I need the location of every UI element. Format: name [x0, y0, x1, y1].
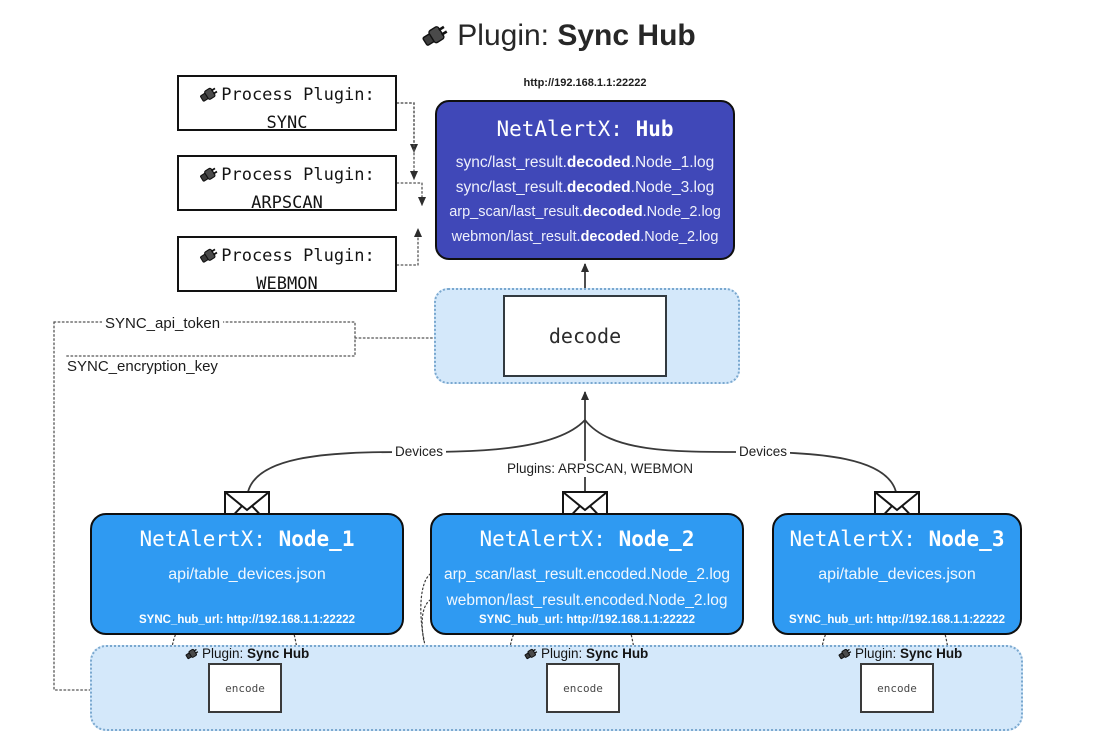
decode-label: decode	[548, 324, 622, 348]
node-title-prefix: NetAlertX:	[789, 527, 916, 551]
strip-plugin-prefix: Plugin:	[855, 646, 897, 661]
strip-plugin-name: Sync Hub	[900, 646, 963, 661]
encode-label: encode	[225, 681, 265, 695]
edge-label-devices-left: Devices	[392, 444, 447, 460]
node-1[interactable]: NetAlertX: Node_1 api/table_devices.json…	[90, 513, 404, 635]
node-hub-url: SYNC_hub_url: http://192.168.1.1:22222	[478, 614, 696, 626]
process-plugin-header: Process Plugin:	[221, 246, 375, 266]
node-title-prefix: NetAlertX:	[479, 527, 606, 551]
plug-icon	[421, 17, 451, 61]
hub-file-list: sync/last_result.decoded.Node_1.log sync…	[437, 150, 733, 250]
sync-encryption-key-label: SYNC_encryption_key	[64, 358, 221, 376]
hub-file-item: sync/last_result.decoded.Node_1.log	[455, 154, 715, 171]
node-hub-url: SYNC_hub_url: http://192.168.1.1:22222	[788, 614, 1006, 626]
node-2[interactable]: NetAlertX: Node_2 arp_scan/last_result.e…	[430, 513, 744, 635]
node-title: NetAlertX: Node_3	[774, 526, 1020, 553]
plug-icon	[524, 647, 539, 664]
process-plugin-header: Process Plugin:	[221, 85, 375, 105]
encode-label: encode	[877, 681, 917, 695]
process-plugin-name: SYNC	[266, 113, 308, 133]
node-title-name: Node_2	[618, 527, 695, 551]
process-plugin-name: ARPSCAN	[251, 193, 323, 213]
page-title: Plugin: Sync Hub	[0, 14, 1117, 61]
plug-icon	[199, 246, 220, 272]
hub-file-item: webmon/last_result.decoded.Node_2.log	[451, 229, 719, 245]
hub-node[interactable]: NetAlertX: Hub sync/last_result.decoded.…	[435, 100, 735, 260]
node-title-name: Node_3	[928, 527, 1005, 551]
encode-label: encode	[563, 681, 603, 695]
strip-plugin-name: Sync Hub	[586, 646, 649, 661]
node-file-item: webmon/last_result.encoded.Node_2.log	[446, 592, 728, 609]
process-plugin-header: Process Plugin:	[221, 165, 375, 185]
node-title: NetAlertX: Node_2	[432, 526, 742, 553]
encode-box-2[interactable]: encode	[546, 663, 620, 713]
decode-box[interactable]: decode	[503, 295, 667, 377]
hub-title: NetAlertX: Hub	[437, 116, 733, 142]
page-title-prefix: Plugin:	[457, 19, 550, 52]
node-hub-url: SYNC_hub_url: http://192.168.1.1:22222	[138, 614, 356, 626]
strip-plugin-prefix: Plugin:	[541, 646, 583, 661]
node-file-item: api/table_devices.json	[168, 566, 326, 583]
page-title-name: Sync Hub	[557, 19, 696, 52]
node-file-item: api/table_devices.json	[818, 566, 976, 583]
hub-title-prefix: NetAlertX:	[496, 117, 623, 141]
plug-icon	[185, 647, 200, 664]
node-title: NetAlertX: Node_1	[92, 526, 402, 553]
strip-plugin-prefix: Plugin:	[202, 646, 244, 661]
node-file-list: api/table_devices.json	[92, 562, 402, 588]
plug-icon	[199, 85, 220, 111]
node-title-name: Node_1	[278, 527, 355, 551]
node-file-list: arp_scan/last_result.encoded.Node_2.log …	[432, 562, 742, 614]
hub-title-name: Hub	[635, 117, 674, 141]
hub-url-label: http://192.168.1.1:22222	[523, 77, 647, 89]
node-file-item: arp_scan/last_result.encoded.Node_2.log	[443, 566, 731, 583]
process-plugin-arpscan[interactable]: Process Plugin: ARPSCAN	[177, 155, 397, 213]
encode-box-1[interactable]: encode	[208, 663, 282, 713]
edge-label-plugins-center: Plugins: ARPSCAN, WEBMON	[504, 461, 697, 477]
node-3[interactable]: NetAlertX: Node_3 api/table_devices.json…	[772, 513, 1022, 635]
plug-icon	[838, 647, 853, 664]
plug-icon	[199, 165, 220, 191]
strip-plugin-name: Sync Hub	[247, 646, 310, 661]
node-title-prefix: NetAlertX:	[139, 527, 266, 551]
strip-plugin-label-1: Plugin: Sync Hub	[185, 646, 309, 664]
process-plugin-sync[interactable]: Process Plugin: SYNC	[177, 75, 397, 133]
strip-plugin-label-3: Plugin: Sync Hub	[838, 646, 962, 664]
encode-box-3[interactable]: encode	[860, 663, 934, 713]
hub-file-item: sync/last_result.decoded.Node_3.log	[455, 179, 715, 196]
edge-label-devices-right: Devices	[736, 444, 791, 460]
hub-file-item: arp_scan/last_result.decoded.Node_2.log	[449, 204, 721, 220]
node-file-list: api/table_devices.json	[774, 562, 1020, 588]
process-plugin-name: WEBMON	[256, 274, 318, 294]
process-plugin-webmon[interactable]: Process Plugin: WEBMON	[177, 236, 397, 294]
strip-plugin-label-2: Plugin: Sync Hub	[524, 646, 648, 664]
sync-api-token-label: SYNC_api_token	[102, 315, 224, 333]
